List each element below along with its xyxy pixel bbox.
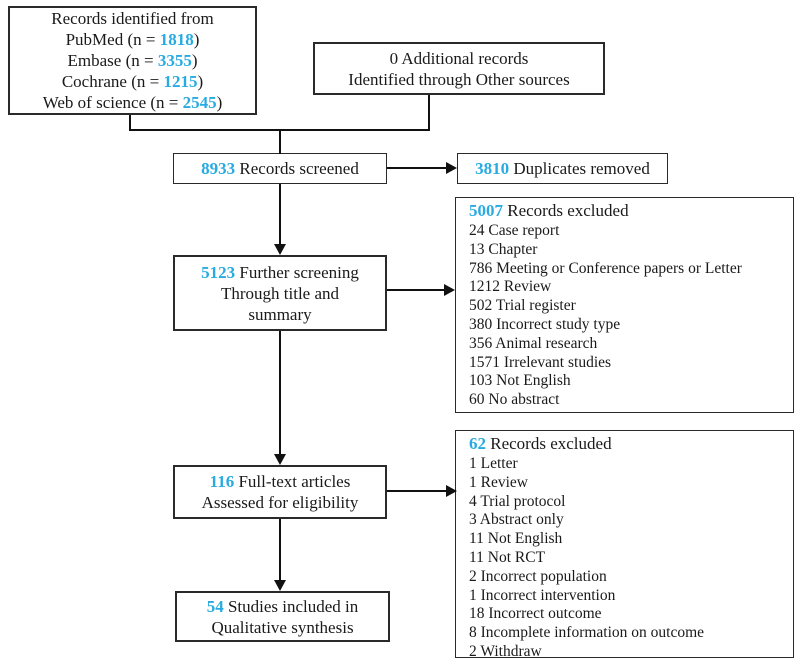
source-line-embase: Embase (n = 3355) xyxy=(68,50,198,71)
excluded-reason: 1212 Review xyxy=(469,278,552,296)
connector-identified-down xyxy=(129,115,131,131)
arrowhead-fulltext xyxy=(274,454,286,465)
source-suffix: ) xyxy=(193,30,200,49)
included-count: 54 xyxy=(206,596,224,616)
further-screening-count: 5123 xyxy=(201,262,236,282)
excluded-reason: 24 Case report xyxy=(469,222,560,239)
source-line-pubmed: PubMed (n = 1818) xyxy=(66,29,200,50)
excluded-reason: 1571 Irrelevant studies xyxy=(469,353,612,371)
additional-records-line2: Identified through Other sources xyxy=(348,69,570,89)
duplicates-removed-count: 3810 xyxy=(475,159,510,178)
source-count: 1818 xyxy=(159,30,194,49)
records-identified-title: Records identified from xyxy=(51,9,214,28)
excluded-reason: 1 Letter xyxy=(469,455,518,472)
arrow-further-to-excluded-line xyxy=(387,289,445,291)
excluded-reason: 103 Not English xyxy=(469,372,571,390)
source-prefix: Cochrane (n = xyxy=(61,72,164,91)
excluded-reason: 380 Incorrect study type xyxy=(469,315,621,333)
source-line-web-of-science: Web of science (n = 2545) xyxy=(43,92,223,113)
included-label: Studies included in xyxy=(223,596,359,616)
box-studies-included: 54 Studies included in Qualitative synth… xyxy=(175,591,390,642)
excluded-reason: 11 Not RCT xyxy=(469,548,546,566)
further-screening-line1: 5123 Further screening xyxy=(201,262,359,283)
source-count: 1215 xyxy=(163,72,198,91)
arrowhead-excluded-screening xyxy=(444,284,455,296)
excluded-reason: 2 Incorrect population xyxy=(469,567,607,585)
further-screening-line2: Through title and xyxy=(220,283,340,303)
fulltext-count: 116 xyxy=(209,472,235,491)
box-further-screening: 5123 Further screening Through title and… xyxy=(173,255,387,331)
box-fulltext-assessed: 116 Full-text articles Assessed for elig… xyxy=(173,465,387,519)
excluded-reason: 786 Meeting or Conference papers or Lett… xyxy=(469,259,742,277)
arrowhead-duplicates xyxy=(446,162,457,174)
excluded-reason: 2 Withdraw xyxy=(469,642,542,660)
source-suffix: ) xyxy=(197,72,204,91)
further-screening-label: Further screening xyxy=(235,262,359,282)
box-records-screened: 8933 Records screened xyxy=(173,153,387,184)
excluded-screening-label: Records excluded xyxy=(503,201,629,220)
further-screening-line3: summary xyxy=(248,304,312,324)
arrow-screened-to-further-line xyxy=(279,184,281,245)
connector-merge-to-screened xyxy=(279,131,281,154)
excluded-reason: 8 Incomplete information on outcome xyxy=(469,624,705,642)
excluded-eligibility-label: Records excluded xyxy=(486,434,612,453)
source-count: 2545 xyxy=(182,93,217,112)
arrow-fulltext-to-excluded-line xyxy=(387,490,447,492)
records-screened-label: Records screened xyxy=(235,159,359,178)
box-records-excluded-eligibility: 62 Records excluded 1 Letter 1 Review 4 … xyxy=(455,430,794,660)
included-line1: 54 Studies included in xyxy=(207,596,359,617)
source-prefix: Web of science (n = xyxy=(42,93,183,112)
records-screened-count: 8933 xyxy=(201,159,236,178)
box-records-identified: Records identified from PubMed (n = 1818… xyxy=(8,6,257,115)
arrow-further-to-fulltext-line xyxy=(279,331,281,455)
excluded-reason: 60 No abstract xyxy=(469,391,560,409)
arrow-fulltext-to-included-line xyxy=(279,519,281,581)
excluded-eligibility-header: 62 Records excluded xyxy=(469,433,787,455)
box-additional-records: 0 Additional records Identified through … xyxy=(313,42,605,95)
fulltext-line2: Assessed for eligibility xyxy=(201,493,359,512)
source-suffix: ) xyxy=(191,51,198,70)
excluded-reason: 4 Trial protocol xyxy=(469,492,566,510)
fulltext-line1: 116 Full-text articles xyxy=(210,471,351,492)
excluded-reason: 356 Animal research xyxy=(469,334,598,352)
fulltext-label: Full-text articles xyxy=(234,472,351,491)
arrowhead-further-screening xyxy=(274,244,286,255)
source-count: 3355 xyxy=(157,51,192,70)
additional-records-line1: 0 Additional records xyxy=(389,48,529,68)
records-screened-line: 8933 Records screened xyxy=(201,158,359,179)
arrowhead-included xyxy=(274,580,286,591)
source-suffix: ) xyxy=(216,93,223,112)
excluded-eligibility-count: 62 xyxy=(469,434,486,453)
source-line-cochrane: Cochrane (n = 1215) xyxy=(62,71,203,92)
excluded-reason: 13 Chapter xyxy=(469,240,538,258)
duplicates-removed-line: 3810 Duplicates removed xyxy=(475,158,650,179)
duplicates-removed-label: Duplicates removed xyxy=(509,159,650,178)
included-line2: Qualitative synthesis xyxy=(211,617,354,637)
arrow-screened-to-duplicates-line xyxy=(387,167,447,169)
arrowhead-excluded-eligibility xyxy=(446,485,457,497)
excluded-reason: 18 Incorrect outcome xyxy=(469,605,602,623)
connector-additional-down xyxy=(428,95,430,131)
excluded-reason: 1 Incorrect intervention xyxy=(469,586,616,604)
excluded-reason: 3 Abstract only xyxy=(469,511,564,529)
excluded-screening-count: 5007 xyxy=(469,201,503,220)
connector-merge-horizontal xyxy=(129,129,430,131)
excluded-reason: 1 Review xyxy=(469,473,528,491)
excluded-reason: 11 Not English xyxy=(469,530,563,548)
excluded-reason: 502 Trial register xyxy=(469,297,576,315)
box-records-excluded-screening: 5007 Records excluded 24 Case report 13 … xyxy=(455,197,794,413)
excluded-screening-header: 5007 Records excluded xyxy=(469,200,787,222)
source-prefix: Embase (n = xyxy=(67,51,158,70)
source-prefix: PubMed (n = xyxy=(65,30,160,49)
box-duplicates-removed: 3810 Duplicates removed xyxy=(457,153,668,184)
